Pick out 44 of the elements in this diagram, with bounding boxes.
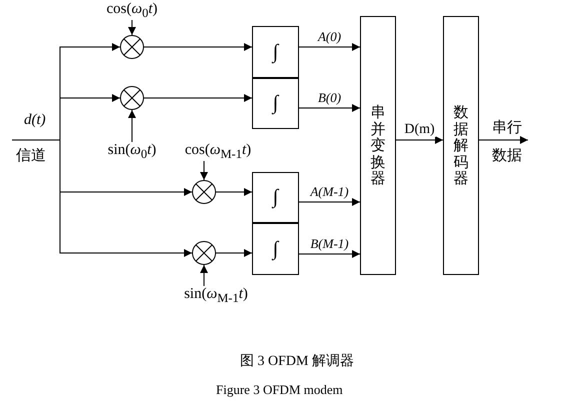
integrator-box [252,78,299,129]
integrator-box [252,223,299,275]
block-label: 数据解码器 [454,104,468,187]
multiplier-circle [120,35,144,59]
arrow [216,249,252,257]
integrator-box [252,172,299,223]
multiplier-circle [192,241,216,265]
arrow [12,140,192,257]
arrow [298,43,360,51]
arrow [144,94,252,102]
arrow [200,264,208,286]
signal-label: d(t) [24,112,46,129]
arrow [128,20,136,36]
edge-label: A(M-1) [309,185,350,199]
integral-sign: ∫ [272,40,278,64]
integrator-box [252,26,299,78]
edge-label: D(m) [403,123,436,137]
arrow [298,104,360,112]
arrow [200,160,208,180]
arrow [298,250,360,258]
block-label: 串并变换器 [370,104,386,187]
arrow [478,136,528,144]
figure-caption: Figure 3 OFDM modem [216,382,343,398]
carrier-label: sin(ω$_{M-1}$t) [166,286,266,305]
integral-sign: ∫ [272,238,278,260]
arrow [396,136,444,144]
edge-label: B(M-1) [309,237,350,251]
arrow [216,188,252,196]
edge-label: B(0) [316,91,342,105]
carrier-label: cos(ω$_{0}$t) [92,1,172,20]
process-box [360,16,396,275]
multiplier-circle [120,86,144,110]
integral-sign: ∫ [272,186,278,209]
process-box [443,16,479,275]
output-text: 数据 [492,146,522,164]
integral-sign: ∫ [272,92,278,115]
channel-label: 信道 [16,146,46,165]
multiplier-circle [192,180,216,204]
arrow [128,110,136,142]
edge-label: A(0) [316,30,342,44]
arrow [144,43,252,51]
output-text: 串行 [492,118,522,136]
arrow [298,198,360,206]
figure-caption: 图 3 OFDM 解调器 [240,352,354,370]
